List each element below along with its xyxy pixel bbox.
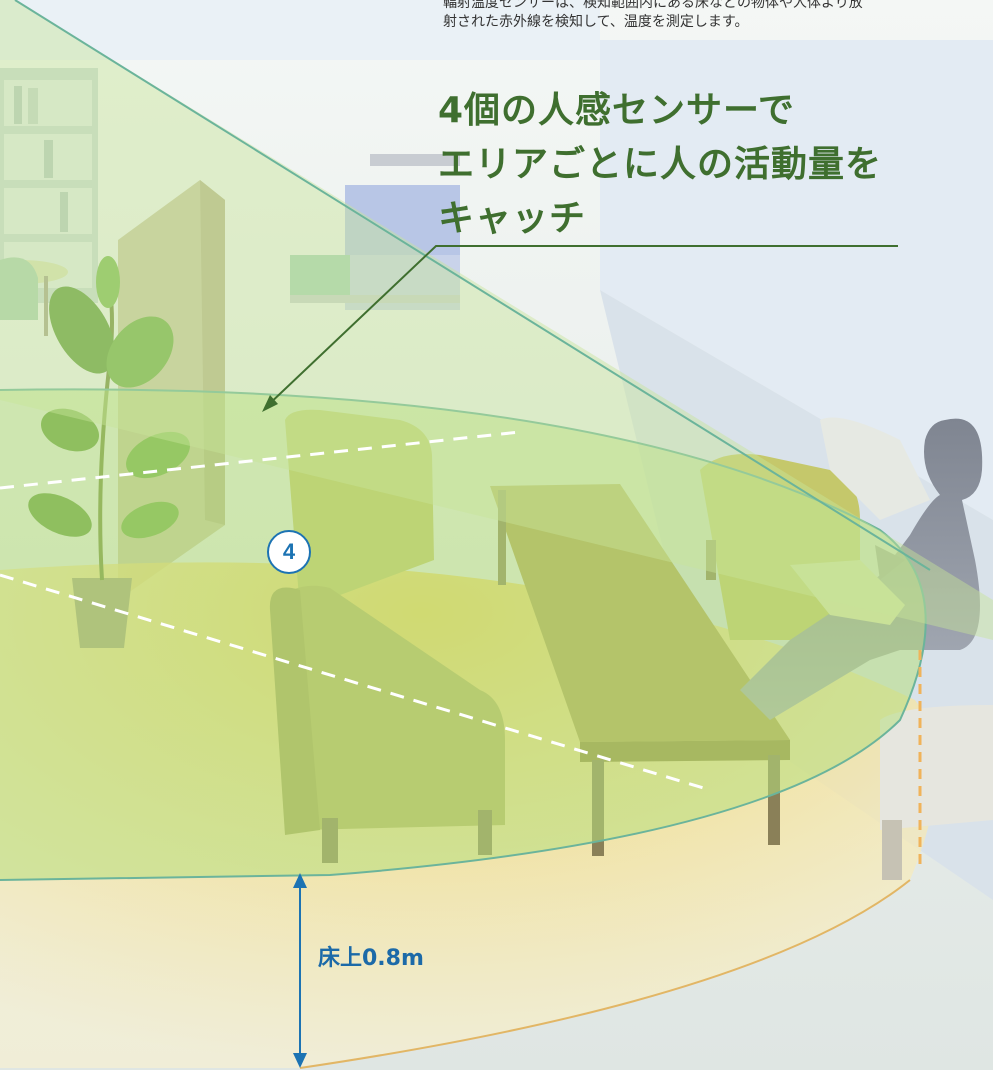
headline-line-1: 4個の人感センサーで [438, 90, 795, 131]
zone-number-badge: 4 [267, 530, 311, 574]
leader-arrow-head [262, 395, 278, 412]
headline-line-2: エリアごとに人の活動量を [438, 144, 883, 185]
right-wall [600, 40, 993, 520]
chair-left [0, 257, 38, 320]
arrow-down-icon [293, 1053, 307, 1068]
headline: 4個の人感センサーで エリアごとに人の活動量を キャッチ [438, 84, 882, 246]
height-label: 床上0.8m [318, 946, 424, 971]
copier-machine [290, 154, 460, 310]
zone-divider-lower [0, 573, 711, 792]
arrow-up-icon [293, 873, 307, 888]
ceiling [0, 0, 600, 60]
sensor-description: 輻射温度センサーは、検知範囲内にある床などの物体や人体より放 射された赤外線を検… [443, 0, 863, 30]
zone-divider-upper [0, 430, 521, 490]
upper-detection-zone [0, 389, 926, 880]
cone-edge-line [14, 0, 931, 571]
sensor-cone [0, 0, 993, 640]
leader-line [264, 245, 898, 409]
headline-line-3: キャッチ [438, 198, 587, 239]
side-chair [880, 705, 993, 880]
